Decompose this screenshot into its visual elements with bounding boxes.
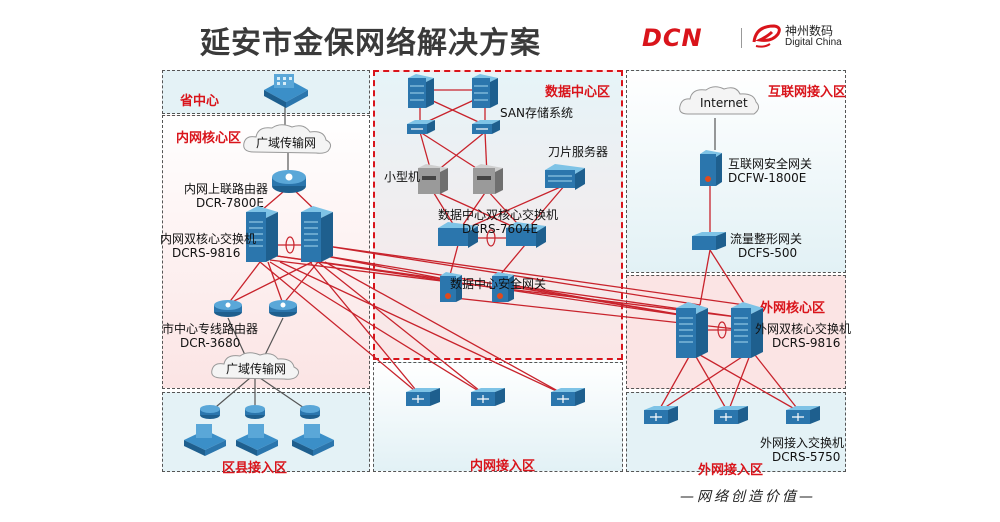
dc-core-switch-icon — [438, 222, 478, 248]
zone-label-extranet-core: 外网核心区 — [760, 301, 826, 316]
intranet-core-switch-model: DCRS-9816 — [172, 246, 241, 260]
san-switch-icon — [472, 120, 500, 134]
county-building-icon — [292, 424, 334, 456]
slogan: —网络创造价值— — [680, 489, 816, 505]
zone-label-extranet-access: 外网接入区 — [698, 463, 764, 478]
province-building-icon — [264, 74, 308, 108]
core-switch-icon — [246, 206, 278, 262]
router-icon — [300, 405, 320, 419]
internet-label: Internet — [700, 96, 748, 110]
router-icon — [269, 300, 297, 317]
storage-icon — [408, 74, 434, 108]
city-router-model: DCR-3680 — [180, 336, 241, 350]
intranet-router-model: DCR-7800E — [196, 196, 264, 210]
dc-security-gateway-label: 数据中心安全网关 — [450, 277, 547, 291]
extranet-access-switch-name: 外网接入交换机 — [760, 436, 845, 450]
county-building-icon — [184, 424, 226, 456]
dc-core-switch-name: 数据中心双核心交换机 — [438, 208, 559, 222]
dc-core-switch-model: DCRS-7604E — [462, 222, 539, 236]
traffic-shaper-icon — [692, 232, 726, 250]
zone-label-province: 省中心 — [180, 94, 220, 109]
zone-extranet-access — [626, 392, 846, 472]
wan-cloud-icon — [243, 124, 332, 154]
access-switch-icon — [551, 388, 585, 406]
extranet-core-switch-model: DCRS-9816 — [772, 336, 841, 350]
zone-label-intranet-access: 内网接入区 — [470, 459, 536, 474]
dcn-logo-text: DCN — [642, 24, 703, 52]
internet-cloud-icon — [679, 86, 760, 115]
brand-cn-name: 神州数码 — [785, 24, 834, 38]
wan-cloud-bottom-label: 广域传输网 — [226, 362, 287, 376]
blade-server-label: 刀片服务器 — [548, 145, 609, 159]
internet-firewall-model: DCFW-1800E — [728, 171, 807, 185]
minicomputer-label: 小型机 — [384, 170, 421, 184]
brand-en-name: Digital China — [785, 37, 842, 48]
router-icon — [200, 405, 220, 419]
dcn-logo: DCN — [642, 24, 703, 52]
router-icon — [245, 405, 265, 419]
zone-label-intranet-core: 内网核心区 — [176, 131, 242, 146]
access-switch-icon — [471, 388, 505, 406]
access-switch-icon — [714, 406, 748, 424]
firewall-icon — [440, 272, 462, 302]
core-switch-icon — [301, 206, 333, 262]
traffic-shaper-model: DCFS-500 — [738, 246, 798, 260]
county-building-icon — [236, 424, 278, 456]
minicomputer-icon — [473, 164, 503, 194]
firewall-icon — [492, 272, 514, 302]
zone-label-internet-access: 互联网接入区 — [768, 85, 847, 100]
blade-server-icon — [545, 164, 585, 190]
zone-intranet-access — [373, 362, 623, 472]
firewall-icon — [700, 150, 722, 186]
intranet-router-name: 内网上联路由器 — [184, 182, 269, 196]
internet-firewall-name: 互联网安全网关 — [728, 157, 813, 171]
zone-label-county-access: 区县接入区 — [222, 461, 288, 476]
zone-label-data-center: 数据中心区 — [545, 85, 611, 100]
dc-core-switch-icon — [506, 222, 546, 248]
wan-cloud-top-label: 广域传输网 — [256, 136, 317, 150]
router-icon — [272, 170, 306, 193]
city-router-name: 市中心专线路由器 — [162, 322, 259, 336]
access-switch-icon — [406, 388, 440, 406]
traffic-shaper-name: 流量整形网关 — [730, 232, 803, 246]
san-label: SAN存储系统 — [500, 106, 574, 120]
router-icon — [214, 300, 242, 317]
access-switch-icon — [644, 406, 678, 424]
page-title: 延安市金保网络解决方案 — [200, 26, 541, 61]
storage-icon — [472, 74, 498, 108]
san-switch-icon — [407, 120, 435, 134]
access-switch-icon — [786, 406, 820, 424]
brand-divider — [741, 28, 742, 48]
wan-cloud-icon — [211, 352, 300, 380]
intranet-core-switch-name: 内网双核心交换机 — [160, 232, 257, 246]
minicomputer-icon — [418, 164, 448, 194]
core-switch-icon — [676, 302, 708, 358]
extranet-access-switch-model: DCRS-5750 — [772, 450, 841, 464]
digital-china-swirl-icon — [752, 24, 781, 48]
extranet-core-switch-name: 外网双核心交换机 — [755, 322, 852, 336]
core-switch-icon — [731, 302, 763, 358]
